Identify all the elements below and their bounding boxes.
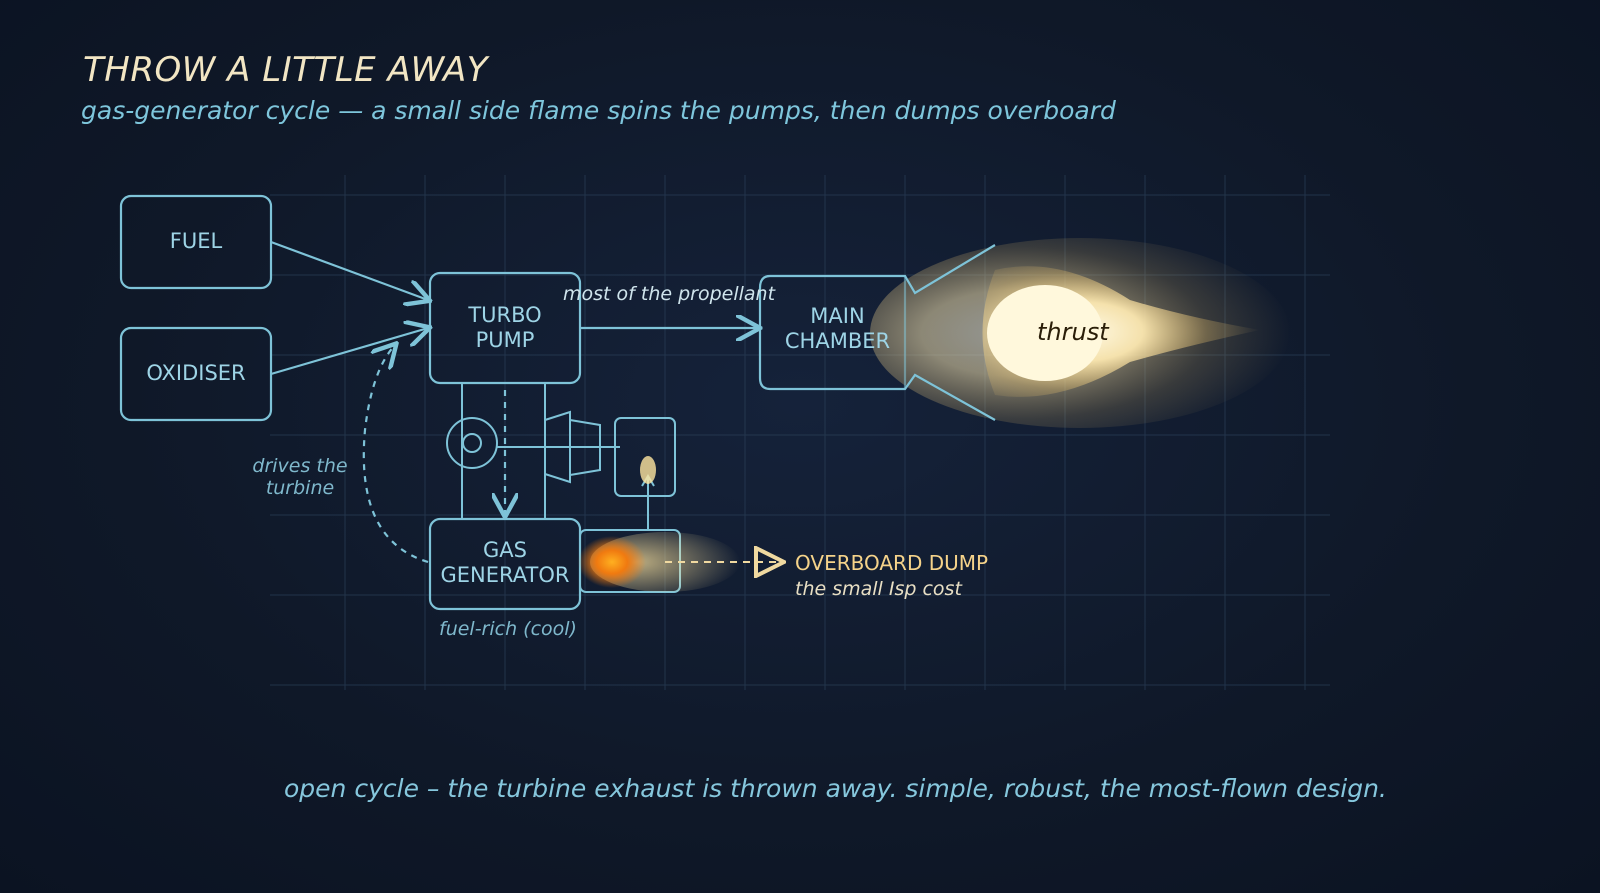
page-title: THROW A LITTLE AWAY bbox=[83, 50, 489, 90]
fuel-to-pump-arrow bbox=[270, 240, 428, 300]
most-propellant-note: most of the propellant bbox=[563, 283, 776, 305]
gas-generator-line1: GAS bbox=[483, 538, 527, 562]
thrust-plume bbox=[870, 238, 1290, 428]
oxidiser-label-text: OXIDISER bbox=[146, 361, 246, 385]
gas-generator-label: GAS GENERATOR bbox=[430, 538, 580, 588]
footer-caption: open cycle – the turbine exhaust is thro… bbox=[284, 774, 1387, 803]
fuel-label: FUEL bbox=[121, 229, 271, 254]
main-chamber-line1: MAIN bbox=[810, 304, 865, 328]
drives-line2: turbine bbox=[265, 477, 335, 499]
main-chamber-line2: CHAMBER bbox=[784, 329, 891, 353]
page-subtitle: gas-generator cycle — a small side flame… bbox=[81, 96, 1116, 125]
turbo-pump-label: TURBO PUMP bbox=[430, 303, 580, 353]
oxidiser-label: OXIDISER bbox=[121, 361, 271, 386]
gas-generator-flame bbox=[578, 456, 782, 592]
drives-turbine-dashed bbox=[362, 345, 429, 564]
oxidiser-to-pump-arrow bbox=[270, 328, 428, 376]
background-grid bbox=[270, 175, 1330, 690]
turbo-pump-line2: PUMP bbox=[475, 328, 535, 352]
thrust-label: thrust bbox=[1037, 318, 1109, 346]
fuel-label-text: FUEL bbox=[169, 229, 223, 253]
gas-generator-line2: GENERATOR bbox=[440, 563, 570, 587]
fuel-rich-note: fuel-rich (cool) bbox=[439, 618, 577, 640]
drives-line1: drives the bbox=[252, 455, 348, 477]
turbo-pump-line1: TURBO bbox=[468, 303, 542, 327]
main-chamber-outline bbox=[758, 244, 996, 421]
drives-turbine-note: drives the turbine bbox=[240, 455, 360, 499]
isp-cost-label: the small Isp cost bbox=[795, 578, 962, 600]
overboard-dump-label: OVERBOARD DUMP bbox=[795, 551, 989, 575]
main-chamber-label: MAIN CHAMBER bbox=[770, 304, 905, 354]
